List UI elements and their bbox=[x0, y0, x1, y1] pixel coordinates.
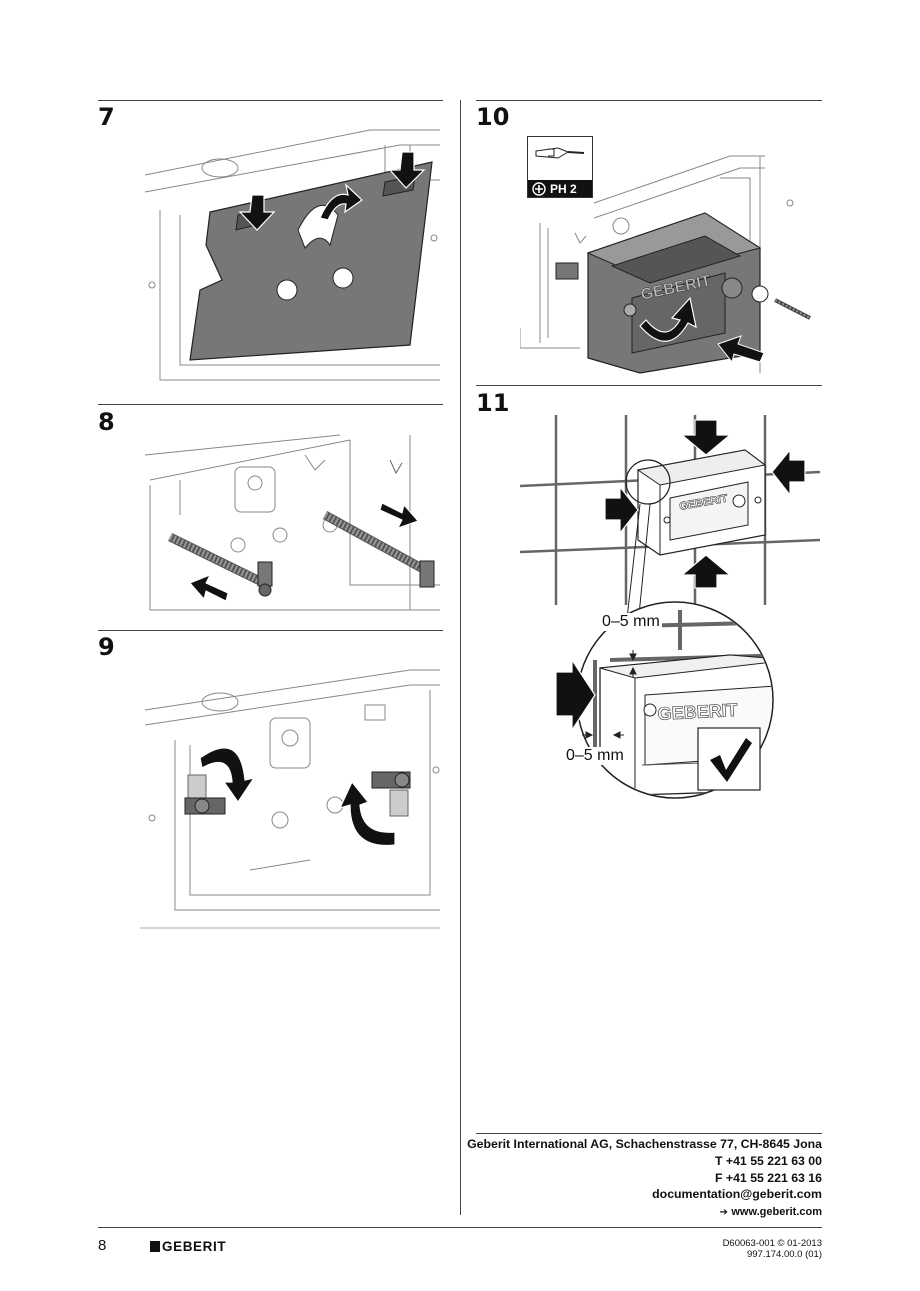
document-reference: D60063-001 © 01-2013 997.174.00.0 (01) bbox=[723, 1238, 822, 1260]
rod-arrow-right bbox=[379, 502, 419, 529]
zoom-marker bbox=[625, 459, 671, 505]
gap-indicators bbox=[582, 650, 637, 739]
tool-label: PH 2 bbox=[550, 181, 577, 196]
brand-logo: GEBERIT bbox=[150, 1239, 226, 1254]
rod-arrow-left bbox=[189, 574, 229, 602]
step-10-number: 10 bbox=[476, 103, 510, 131]
rod-right bbox=[322, 511, 435, 588]
step-9-illustration bbox=[140, 669, 440, 929]
contact-rule bbox=[476, 1133, 822, 1134]
gap-label-top: 0–5 mm bbox=[600, 613, 662, 631]
step-8-number: 8 bbox=[98, 408, 115, 436]
push-arrow-left bbox=[238, 194, 276, 231]
website-link[interactable]: www.geberit.com bbox=[731, 1206, 822, 1219]
footer-rule bbox=[98, 1227, 822, 1228]
step-7-illustration bbox=[144, 129, 440, 381]
lift-arrow bbox=[319, 183, 363, 221]
zoom-logo: GEBERIT bbox=[657, 700, 738, 724]
brand-name: GEBERIT bbox=[162, 1239, 227, 1254]
step-8-rule bbox=[98, 404, 443, 405]
screw-set bbox=[623, 285, 811, 320]
screwdriver-icon bbox=[535, 147, 585, 159]
push-arrow-frame bbox=[717, 335, 765, 364]
web-arrow-icon: ➔ bbox=[719, 1207, 728, 1219]
check-box bbox=[697, 727, 761, 791]
phone-number: T +41 55 221 63 00 bbox=[714, 1153, 822, 1168]
step-11-number: 11 bbox=[476, 389, 510, 417]
tighten-arrow bbox=[639, 296, 697, 342]
lock-left bbox=[184, 797, 226, 815]
brand-square-icon bbox=[150, 1241, 160, 1252]
phillips-icon bbox=[532, 181, 546, 196]
step-10-rule bbox=[476, 100, 822, 101]
page-number: 8 bbox=[98, 1237, 107, 1254]
rotate-arrow-right bbox=[338, 780, 396, 847]
gap-label-side: 0–5 mm bbox=[564, 747, 626, 765]
document-number: 997.174.00.0 (01) bbox=[746, 1249, 822, 1260]
step-10-illustration: GEBERIT bbox=[520, 155, 811, 374]
checkmark-icon bbox=[710, 738, 752, 782]
document-id: D60063-001 © 01-2013 bbox=[722, 1238, 822, 1249]
step-8-illustration bbox=[144, 434, 440, 611]
zoom-push-arrow bbox=[555, 657, 596, 733]
step-9-rule bbox=[98, 630, 443, 631]
contact-block: Geberit International AG, Schachenstrass… bbox=[467, 1136, 822, 1222]
contact-email[interactable]: documentation@geberit.com bbox=[652, 1187, 822, 1202]
column-divider bbox=[460, 100, 461, 1215]
rod-left bbox=[168, 532, 273, 597]
step-7-number: 7 bbox=[98, 103, 115, 131]
tool-box: PH 2 bbox=[527, 136, 593, 198]
step-7-rule bbox=[98, 100, 443, 101]
lock-right bbox=[371, 771, 411, 789]
step-9-number: 9 bbox=[98, 633, 115, 661]
step-11-rule bbox=[476, 385, 822, 386]
push-arrow-right bbox=[388, 151, 426, 189]
fax-number: F +41 55 221 63 16 bbox=[714, 1170, 822, 1185]
align-arrows bbox=[604, 419, 806, 589]
rotate-arrow-left bbox=[199, 747, 256, 804]
step-11-illustration: GEBERIT GEBERIT bbox=[520, 415, 821, 799]
company-address: Geberit International AG, Schachenstrass… bbox=[467, 1137, 822, 1151]
